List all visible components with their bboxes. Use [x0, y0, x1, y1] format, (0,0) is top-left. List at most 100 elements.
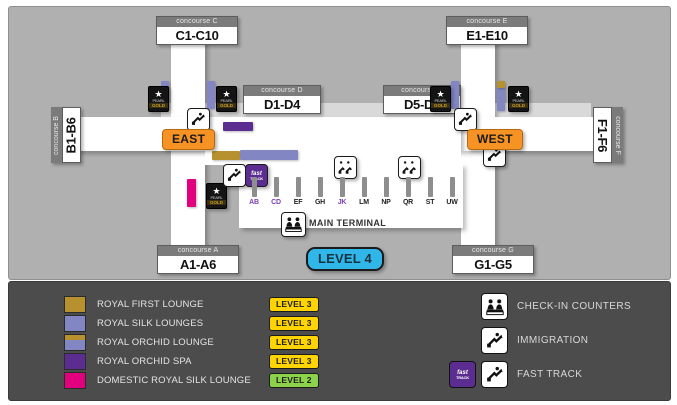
gate-pier[interactable]	[406, 177, 411, 197]
star-icon: ★	[212, 186, 221, 196]
concourse-caption-d1: concourse D	[244, 86, 320, 96]
concourse-plate-f[interactable]: F1-F6 concourse F	[593, 107, 623, 163]
star-icon: ★	[436, 89, 445, 99]
lounge-bar-royal-orchid-spa[interactable]	[223, 122, 253, 131]
legend-swatch-royal-orchid-lounge	[64, 334, 86, 351]
gate-pier[interactable]	[340, 177, 345, 197]
gate-pier-label-qr: QR	[402, 199, 414, 206]
lounge-bar-royal-silk-e-west[interactable]	[451, 81, 459, 109]
award-badge-bottom-text: GOLD	[509, 103, 528, 108]
lounge-bar-royal-first-main[interactable]	[212, 151, 240, 160]
legend-item-royal-first-lounge[interactable]: ROYAL FIRST LOUNGE	[64, 296, 204, 313]
concourse-gates-d1: D1-D4	[263, 97, 301, 112]
legend-swatch-royal-orchid-spa	[64, 353, 86, 370]
award-badge-bottom-text: GOLD	[431, 103, 450, 108]
concourse-caption-g: concourse G	[453, 246, 533, 256]
immigration-icon[interactable]	[481, 327, 508, 354]
award-badge-top-text: PEARL	[434, 98, 447, 103]
concourse-plate-a[interactable]: concourse A A1-A6	[157, 245, 239, 274]
legend-label-royal-first: ROYAL FIRST LOUNGE	[97, 299, 204, 310]
concourse-plate-e[interactable]: concourse E E1-E10	[446, 16, 528, 45]
gate-pier-label-st: ST	[425, 199, 435, 206]
concourse-gates-e: E1-E10	[466, 28, 508, 43]
gate-pier[interactable]	[274, 177, 279, 197]
gate-pier[interactable]	[252, 177, 257, 197]
gate-pier[interactable]	[362, 177, 367, 197]
concourse-caption-b-strip: concourse B	[51, 107, 62, 163]
gate-pier-label-np: NP	[381, 199, 391, 206]
lounge-bar-royal-silk-e-east[interactable]	[497, 87, 505, 111]
concourse-plate-b[interactable]: concourse B B1-B6	[51, 107, 81, 163]
gate-pier-label-uw: UW	[446, 199, 458, 206]
legend-swatch-part-periwinkle	[65, 340, 85, 350]
legend-swatch-royal-first	[64, 296, 86, 313]
gate-pier[interactable]	[428, 177, 433, 197]
concourse-plate-g[interactable]: concourse G G1-G5	[452, 245, 534, 274]
award-badge-bottom-text: GOLD	[217, 103, 236, 108]
concourse-gates-f-strip: F1-F6	[593, 107, 612, 163]
lounge-bar-royal-first-e-east[interactable]	[497, 81, 505, 88]
skytrax-award-badge-e-west[interactable]: ★ PEARL GOLD	[430, 86, 451, 112]
legend-level-royal-orchid-spa: LEVEL 3	[269, 354, 319, 369]
skytrax-award-badge-c-east[interactable]: ★ PEARL GOLD	[216, 86, 237, 112]
gate-pier-label-gh: GH	[314, 199, 326, 206]
immigration-icon-terminal-northwest[interactable]	[223, 164, 246, 187]
legend-swatch-domestic-royal-silk	[64, 372, 86, 389]
legend-label-royal-silk: ROYAL SILK LOUNGES	[97, 318, 204, 329]
immigration-icon-west-north[interactable]	[454, 108, 477, 131]
concourse-caption-f-strip: concourse F	[612, 107, 623, 163]
concourse-gates-g: G1-G5	[474, 257, 512, 272]
star-icon: ★	[222, 89, 231, 99]
concourse-caption-c: concourse C	[157, 17, 237, 27]
concourse-gates-a: A1-A6	[179, 257, 217, 272]
immigration-icon-terminal-center-right[interactable]	[398, 156, 421, 179]
fast-track-logo-line1: fast	[457, 369, 468, 376]
legend-item-royal-silk-lounges[interactable]: ROYAL SILK LOUNGES	[64, 315, 203, 332]
legend-item-royal-orchid-lounge[interactable]: ROYAL ORCHID LOUNGE	[64, 334, 214, 351]
concourse-gates-b: B1-B6	[64, 116, 80, 154]
legend-item-domestic-royal-silk-lounge[interactable]: DOMESTIC ROYAL SILK LOUNGE	[64, 372, 251, 389]
award-badge-top-text: PEARL	[210, 195, 223, 200]
corridor-concourse-g	[461, 151, 495, 249]
skytrax-award-badge-south[interactable]: ★ PEARL GOLD	[206, 183, 227, 209]
legend-label-immigration: IMMIGRATION	[517, 335, 589, 346]
lounge-bar-royal-silk-main[interactable]	[240, 150, 298, 160]
concourse-caption-b: concourse B	[53, 115, 61, 155]
immigration-icon-terminal-center-left[interactable]	[334, 156, 357, 179]
gate-pier[interactable]	[296, 177, 301, 197]
skytrax-award-badge-c-west[interactable]: ★ PEARL GOLD	[148, 86, 169, 112]
map-legend: ROYAL FIRST LOUNGE LEVEL 3 ROYAL SILK LO…	[8, 281, 671, 401]
gate-pier-label-jk: JK	[337, 199, 347, 206]
legend-label-fast-track: FAST TRACK	[517, 369, 583, 380]
junction-label-east[interactable]: EAST	[162, 129, 216, 150]
main-terminal-label: MAIN TERMINAL	[309, 218, 387, 228]
immigration-icon-east-north[interactable]	[187, 108, 210, 131]
award-badge-top-text: PEARL	[220, 98, 233, 103]
legend-label-royal-orchid-lounge: ROYAL ORCHID LOUNGE	[97, 337, 214, 348]
gate-pier-label-cd: CD	[271, 199, 281, 206]
legend-level-royal-first: LEVEL 3	[269, 297, 319, 312]
check-in-counters-icon[interactable]	[481, 293, 508, 320]
check-in-counters-icon-terminal[interactable]	[281, 212, 306, 237]
award-badge-top-text: PEARL	[512, 98, 525, 103]
lounge-bar-domestic-royal-silk[interactable]	[187, 179, 196, 207]
lounge-bar-royal-silk-c-east[interactable]	[207, 81, 215, 109]
immigration-icon-fast-track[interactable]	[481, 361, 508, 388]
gate-pier[interactable]	[384, 177, 389, 197]
gate-pier[interactable]	[318, 177, 323, 197]
concourse-plate-d1[interactable]: concourse D D1-D4	[243, 85, 321, 114]
concourse-caption-a: concourse A	[158, 246, 238, 256]
concourse-caption-d2: concourse D	[384, 86, 460, 96]
level-badge[interactable]: LEVEL 4	[306, 247, 384, 271]
junction-label-west[interactable]: WEST	[467, 129, 523, 150]
legend-item-royal-orchid-spa[interactable]: ROYAL ORCHID SPA	[64, 353, 192, 370]
concourse-caption-e: concourse E	[447, 17, 527, 27]
award-badge-bottom-text: GOLD	[149, 103, 168, 108]
fast-track-logo-icon[interactable]: fast TRACK	[449, 361, 476, 388]
concourse-plate-c[interactable]: concourse C C1-C10	[156, 16, 238, 45]
gate-pier[interactable]	[450, 177, 455, 197]
legend-label-domestic-royal-silk: DOMESTIC ROYAL SILK LOUNGE	[97, 375, 251, 386]
terminal-map[interactable]: concourse C C1-C10 concourse E E1-E10 co…	[8, 6, 671, 280]
skytrax-award-badge-e-east[interactable]: ★ PEARL GOLD	[508, 86, 529, 112]
concourse-gates-c: C1-C10	[175, 28, 219, 43]
